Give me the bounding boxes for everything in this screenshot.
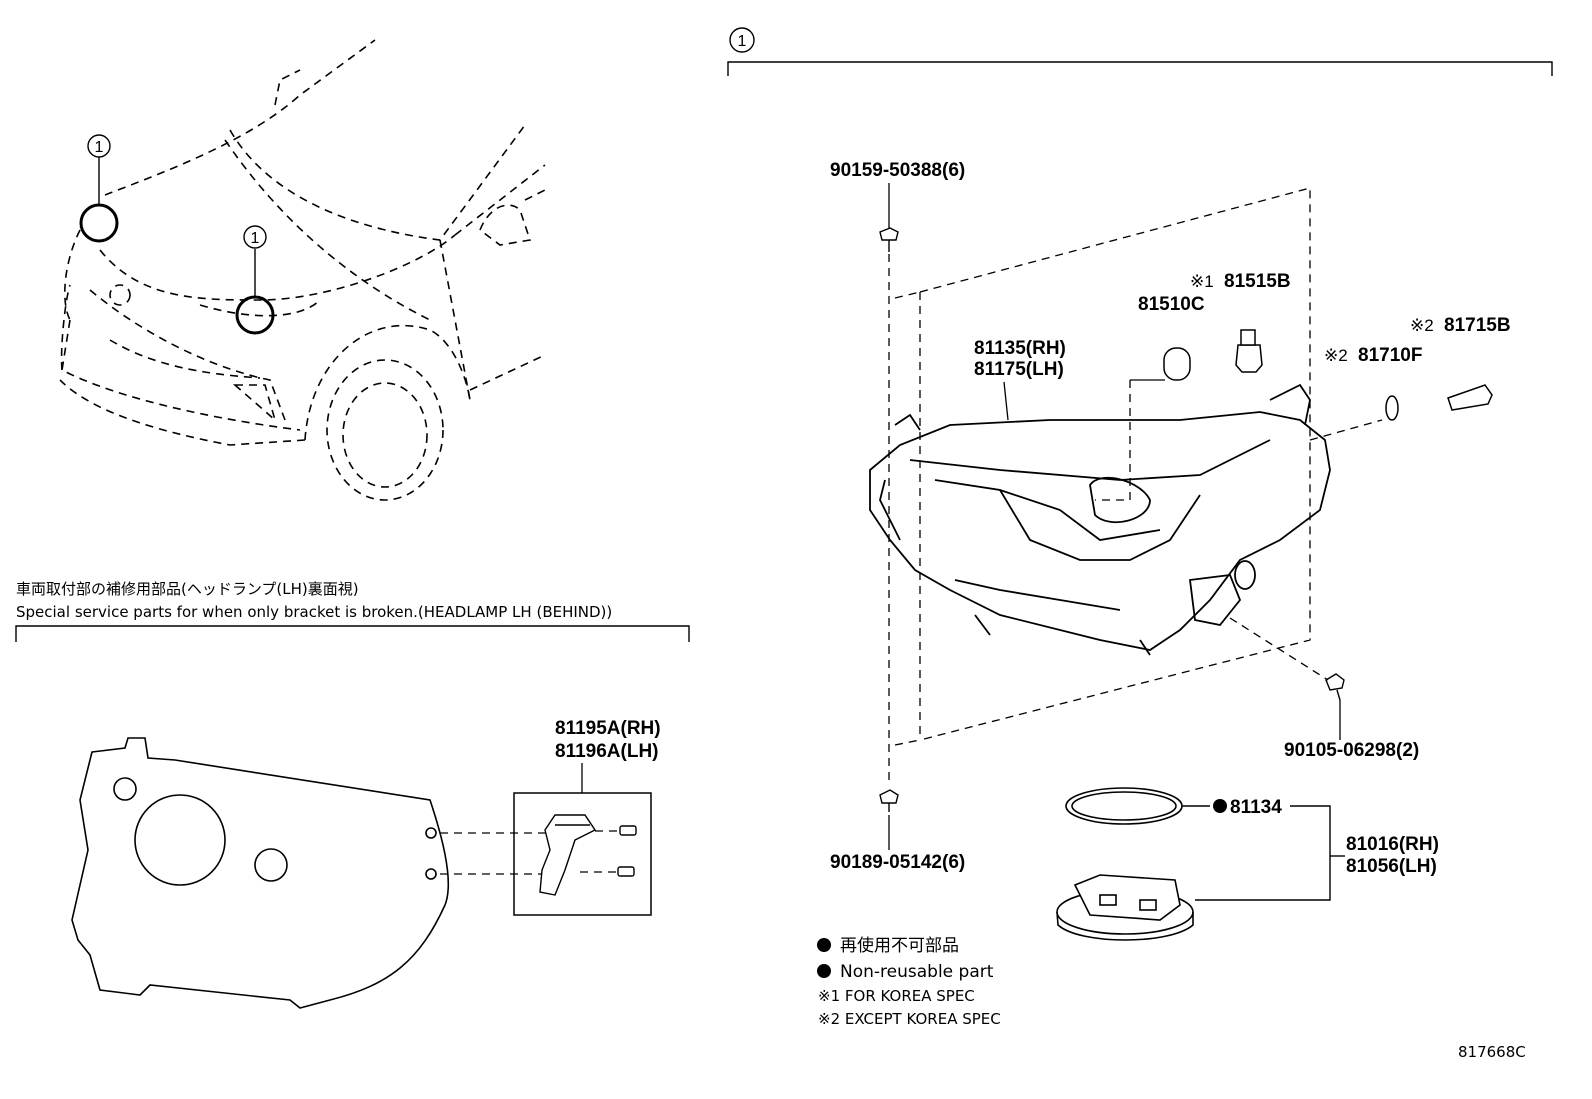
label-81710f-note: ※2: [1324, 346, 1348, 365]
label-81134: 81134: [1230, 797, 1282, 818]
bracket-lh-label: 81196A(LH): [555, 741, 659, 762]
label-headlamp-rh: 81135(RH): [974, 338, 1066, 359]
label-screw-side: 90105-06298(2): [1284, 740, 1419, 761]
label-81515b: 81515B: [1224, 271, 1291, 292]
headlamp-assembly-drawing: [869, 383, 1331, 656]
bracket-section-bracket-line: [15, 625, 690, 642]
bracket-section-title-jp: 車両取付部の補修用部品(ヘッドランプ(LH)裏面視): [16, 580, 359, 598]
bracket-part-box: [513, 792, 652, 916]
label-81715b-note: ※2: [1410, 316, 1434, 335]
label-screw-bottom: 90189-05142(6): [830, 852, 965, 873]
bulbs-and-sockets: [1163, 329, 1493, 421]
legend-nonreusable-jp: 再使用不可部品: [840, 935, 959, 956]
cover-leader-lines: [1182, 805, 1345, 901]
assembly-header: [727, 27, 1553, 76]
headlamp-rear-outline: [71, 737, 450, 1009]
legend-note-2: ※2 EXCEPT KOREA SPEC: [818, 1010, 1001, 1028]
bracket-rh-label: 81195A(RH): [555, 718, 661, 739]
legend-nonreusable-en: Non-reusable part: [840, 962, 994, 982]
label-81510c: 81510C: [1138, 294, 1205, 315]
label-screw-top: 90159-50388(6): [830, 160, 965, 181]
legend-bullet-en: [817, 964, 831, 978]
assembly-callout-1: 1: [738, 33, 747, 50]
vehicle-callout-leaders: [87, 134, 267, 297]
assembly-leader-lines: [888, 183, 1383, 850]
legend-note-1: ※1 FOR KOREA SPEC: [818, 987, 975, 1005]
assembly-dashed-enclosure: [894, 187, 1311, 746]
vehicle-front-view: [59, 39, 546, 501]
label-headlamp-lh: 81175(LH): [974, 359, 1064, 380]
diagram-id: 817668C: [1458, 1043, 1526, 1061]
vehicle-callout-1b: 1: [251, 230, 260, 247]
bracket-section-title-en: Special service parts for when only brac…: [16, 603, 612, 621]
vehicle-callout-1a: 1: [95, 139, 104, 156]
nonreusable-mark-81134: [1213, 799, 1227, 813]
assembly-screws: [879, 227, 1345, 812]
label-cover-rh: 81016(RH): [1346, 834, 1439, 855]
label-81710f: 81710F: [1358, 345, 1422, 366]
label-81515b-note: ※1: [1190, 272, 1214, 291]
bracket-leader-lines: [440, 763, 620, 875]
legend-bullet-jp: [817, 938, 831, 952]
label-cover-lh: 81056(LH): [1346, 856, 1437, 877]
bracket-part-drawing: [539, 814, 637, 896]
gasket-and-cover: [1056, 787, 1194, 941]
label-81715b: 81715B: [1444, 315, 1511, 336]
